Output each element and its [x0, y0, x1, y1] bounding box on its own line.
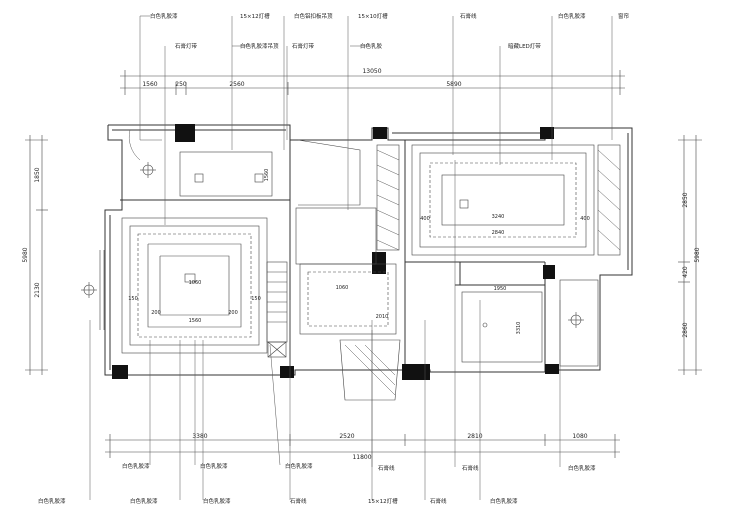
bedroom-dim-4: 400: [580, 216, 590, 222]
column: [373, 127, 387, 139]
column: [280, 366, 294, 378]
right-total-dim: 5980: [694, 247, 701, 262]
callout-bottom: 白色乳胶漆: [200, 462, 228, 470]
right-dim-3: 2860: [682, 322, 689, 337]
left-dimension-chain: 1850 2130 5980: [22, 135, 48, 375]
callout-bottom: 白色乳胶漆: [568, 464, 596, 472]
callout-bottom: 石膏线: [462, 464, 479, 472]
bedroom-dim-3: 400: [420, 216, 430, 222]
callout-top: 白色乳胶漆: [558, 12, 586, 20]
bottom-dim-3: 2810: [467, 433, 482, 440]
right-dimension-chain: 2850 420 2860 5980: [678, 135, 702, 375]
left-total-dim: 5980: [22, 247, 29, 262]
living-dim-3: 200: [151, 310, 161, 316]
callout-bottom: 白色乳胶漆: [285, 462, 313, 470]
top-dim-1: 1560: [142, 81, 157, 88]
right-lower-room: 1950 3310: [461, 279, 599, 367]
lower-right-dim-1: 1950: [494, 286, 507, 292]
callout-top: 白色乳胶漆: [150, 12, 178, 20]
callout-bottom: 白色乳胶漆: [38, 497, 66, 505]
right-dim-2: 420: [682, 266, 689, 278]
bedroom-dim-2: 2840: [492, 230, 505, 236]
left-upper-dim: 1560: [264, 169, 270, 182]
center-dim-2: 2010: [376, 314, 389, 320]
top-dim-2: 250: [175, 81, 187, 88]
bottom-dim-2: 2520: [339, 433, 354, 440]
structural-columns: [112, 124, 559, 380]
bottom-callouts: 白色乳胶漆 白色乳胶漆 白色乳胶漆 石膏线 石膏线 白色乳胶漆 白色乳胶漆 白色…: [38, 160, 596, 505]
callout-bottom: 石膏线: [290, 497, 307, 505]
top-dim-4: 5890: [446, 81, 461, 88]
column: [175, 124, 195, 142]
bottom-dim-1: 3380: [192, 433, 207, 440]
column: [112, 365, 128, 379]
living-room-ceiling: 1060 1560 200 200 150 150: [81, 217, 268, 354]
left-dim-1: 1850: [34, 167, 41, 182]
callout-bottom: 白色乳胶漆: [490, 497, 518, 505]
wardrobe-strip: [376, 144, 400, 251]
bedroom-dim-1: 3240: [492, 214, 505, 220]
callout-top: 15×12灯槽: [240, 12, 270, 20]
lower-right-dim-2: 3310: [516, 322, 522, 335]
top-dim-3: 2560: [229, 81, 244, 88]
callout-top: 白色乳胶: [360, 42, 383, 50]
living-dim-4: 200: [228, 310, 238, 316]
bottom-dim-4: 1080: [572, 433, 587, 440]
callout-bottom: 白色乳胶漆: [130, 497, 158, 505]
top-dimension-chain: 13050 1560 250 2560 5890: [120, 68, 625, 95]
callout-bottom: 石膏线: [430, 497, 447, 505]
left-dim-2: 2130: [34, 282, 41, 297]
top-callouts: 白色乳胶漆 15×12灯槽 白色铝扣板吊顶 15×10灯槽 石膏线 白色乳胶漆 …: [139, 12, 630, 225]
callout-bottom: 白色乳胶漆: [122, 462, 150, 470]
outer-walls: [104, 124, 633, 376]
living-dim-1: 1060: [189, 280, 202, 286]
callout-top: 石膏灯带: [292, 42, 315, 50]
callout-top: 窗帘: [618, 12, 630, 20]
callout-top: 暗藏LED灯带: [508, 42, 541, 50]
column: [545, 364, 559, 374]
callout-top: 石膏线: [460, 12, 477, 20]
callout-top: 白色铝扣板吊顶: [294, 12, 333, 20]
center-dim-1: 1060: [336, 285, 349, 291]
column: [543, 265, 555, 279]
central-area: 1060 2010: [295, 139, 401, 401]
living-dim-5: 150: [128, 296, 138, 302]
left-upper-room: 1560: [128, 129, 273, 197]
callout-bottom: 15×12灯槽: [368, 497, 398, 505]
column: [402, 364, 430, 380]
living-dim-6: 150: [251, 296, 261, 302]
callout-bottom: 白色乳胶漆: [203, 497, 231, 505]
column: [540, 127, 554, 139]
callout-bottom: 石膏线: [378, 464, 395, 472]
bottom-total-dim: 11800: [352, 454, 371, 461]
callout-top: 石膏灯带: [175, 42, 198, 50]
corridor-stair: [266, 261, 288, 358]
top-total-dim: 13050: [362, 68, 381, 75]
right-bedroom-ceiling: 3240 2840 400 400: [411, 144, 621, 256]
bottom-dimension-chain: 3380 2520 2810 1080 11800: [105, 433, 620, 461]
right-dim-1: 2850: [682, 192, 689, 207]
callout-top: 白色乳胶漆吊顶: [240, 42, 279, 50]
living-dim-2: 1560: [189, 318, 202, 324]
column: [372, 252, 386, 274]
callout-top: 15×10灯槽: [358, 12, 388, 20]
